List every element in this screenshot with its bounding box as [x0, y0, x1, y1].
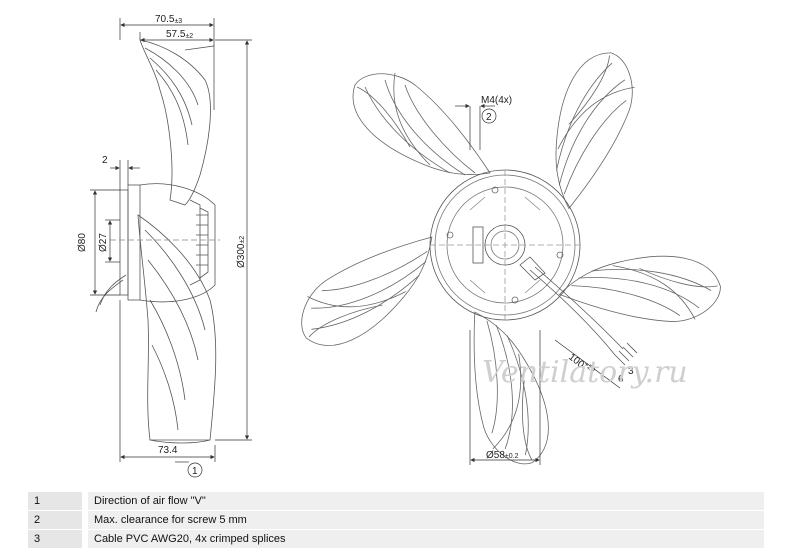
fan-blade [352, 72, 491, 176]
technical-drawing: 70.5±3 57.5±2 2 Ø80 Ø27 Ø300±2 73.4 1 [77, 14, 730, 478]
dim-shaft-diameter: Ø27 [98, 233, 109, 252]
legend-text: Direction of air flow "V" [82, 492, 764, 511]
hub-fins [196, 214, 208, 266]
callout-2: 2 [481, 108, 497, 124]
dim-mount-diameter: Ø58±0.2 [486, 450, 519, 461]
legend-number: 1 [28, 492, 85, 511]
dim-gap: 2 [102, 155, 108, 166]
dim-cable-a: 3 [628, 366, 634, 377]
svg-text:2: 2 [486, 112, 492, 123]
legend-number: 2 [28, 510, 85, 530]
legend-table: 1 Direction of air flow "V" 2 Max. clear… [28, 492, 764, 549]
svg-text:1: 1 [192, 466, 198, 477]
legend-row: 1 Direction of air flow "V" [28, 492, 764, 511]
dim-bottom-width: 73.4 [158, 445, 178, 456]
side-view [95, 39, 220, 444]
dim-cable-b: 6 [618, 374, 624, 385]
dim-hub-diameter: Ø80 [77, 233, 88, 252]
dim-fan-diameter: Ø300±2 [236, 236, 247, 268]
dim-total-width: 70.5±3 [155, 14, 182, 25]
legend-text: Max. clearance for screw 5 mm [82, 510, 764, 530]
legend-number: 3 [28, 529, 85, 549]
callout-1: 1 [187, 462, 203, 478]
legend-row: 3 Cable PVC AWG20, 4x crimped splices [28, 529, 764, 549]
dim-screw: M4(4x) [481, 95, 512, 106]
front-view [294, 46, 730, 474]
dim-inner-width: 57.5±2 [166, 29, 193, 40]
legend-text: Cable PVC AWG20, 4x crimped splices [82, 529, 764, 549]
legend-row: 2 Max. clearance for screw 5 mm [28, 510, 764, 530]
side-dimensions [90, 18, 252, 463]
front-dimensions [455, 103, 621, 465]
watermark: Ventilatory.ru [482, 355, 688, 390]
